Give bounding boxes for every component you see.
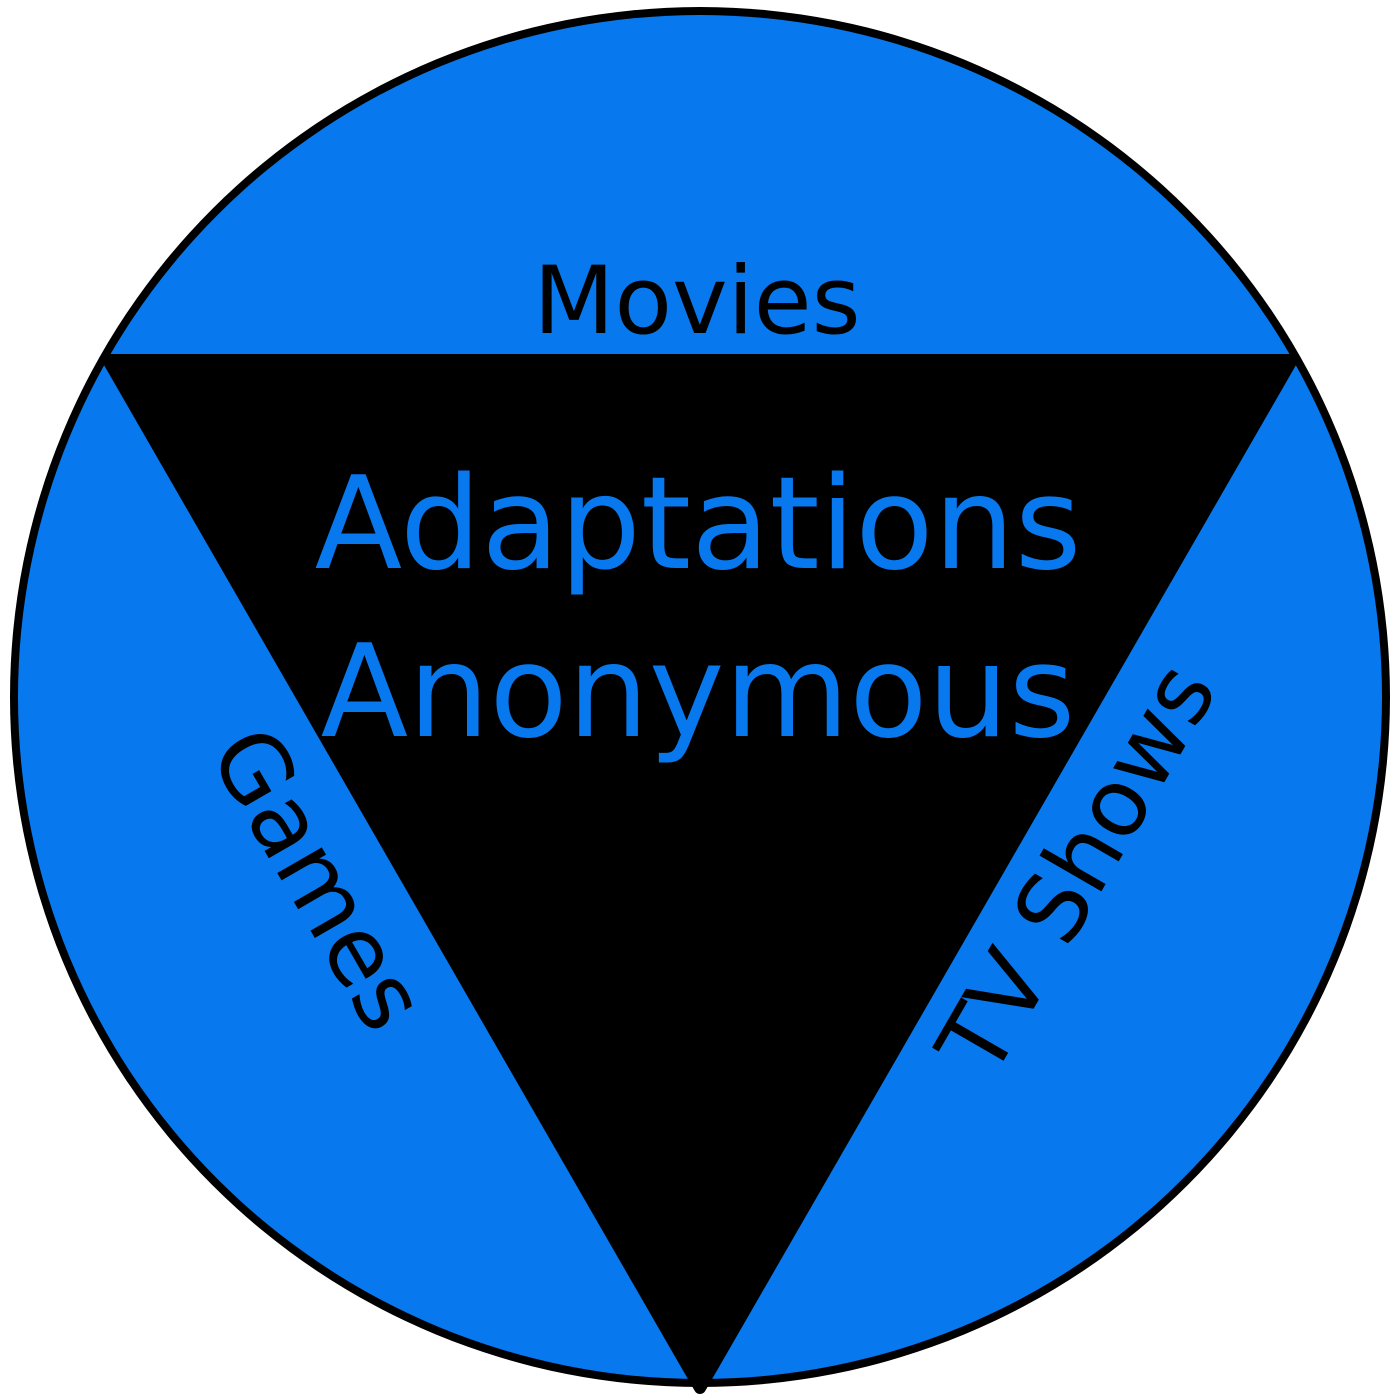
center-triangle: [102, 354, 1298, 1394]
title-line-2: Anonymous: [321, 618, 1076, 767]
title-line-1: Adaptations: [315, 450, 1082, 599]
segment-label-movies: Movies: [533, 247, 860, 356]
